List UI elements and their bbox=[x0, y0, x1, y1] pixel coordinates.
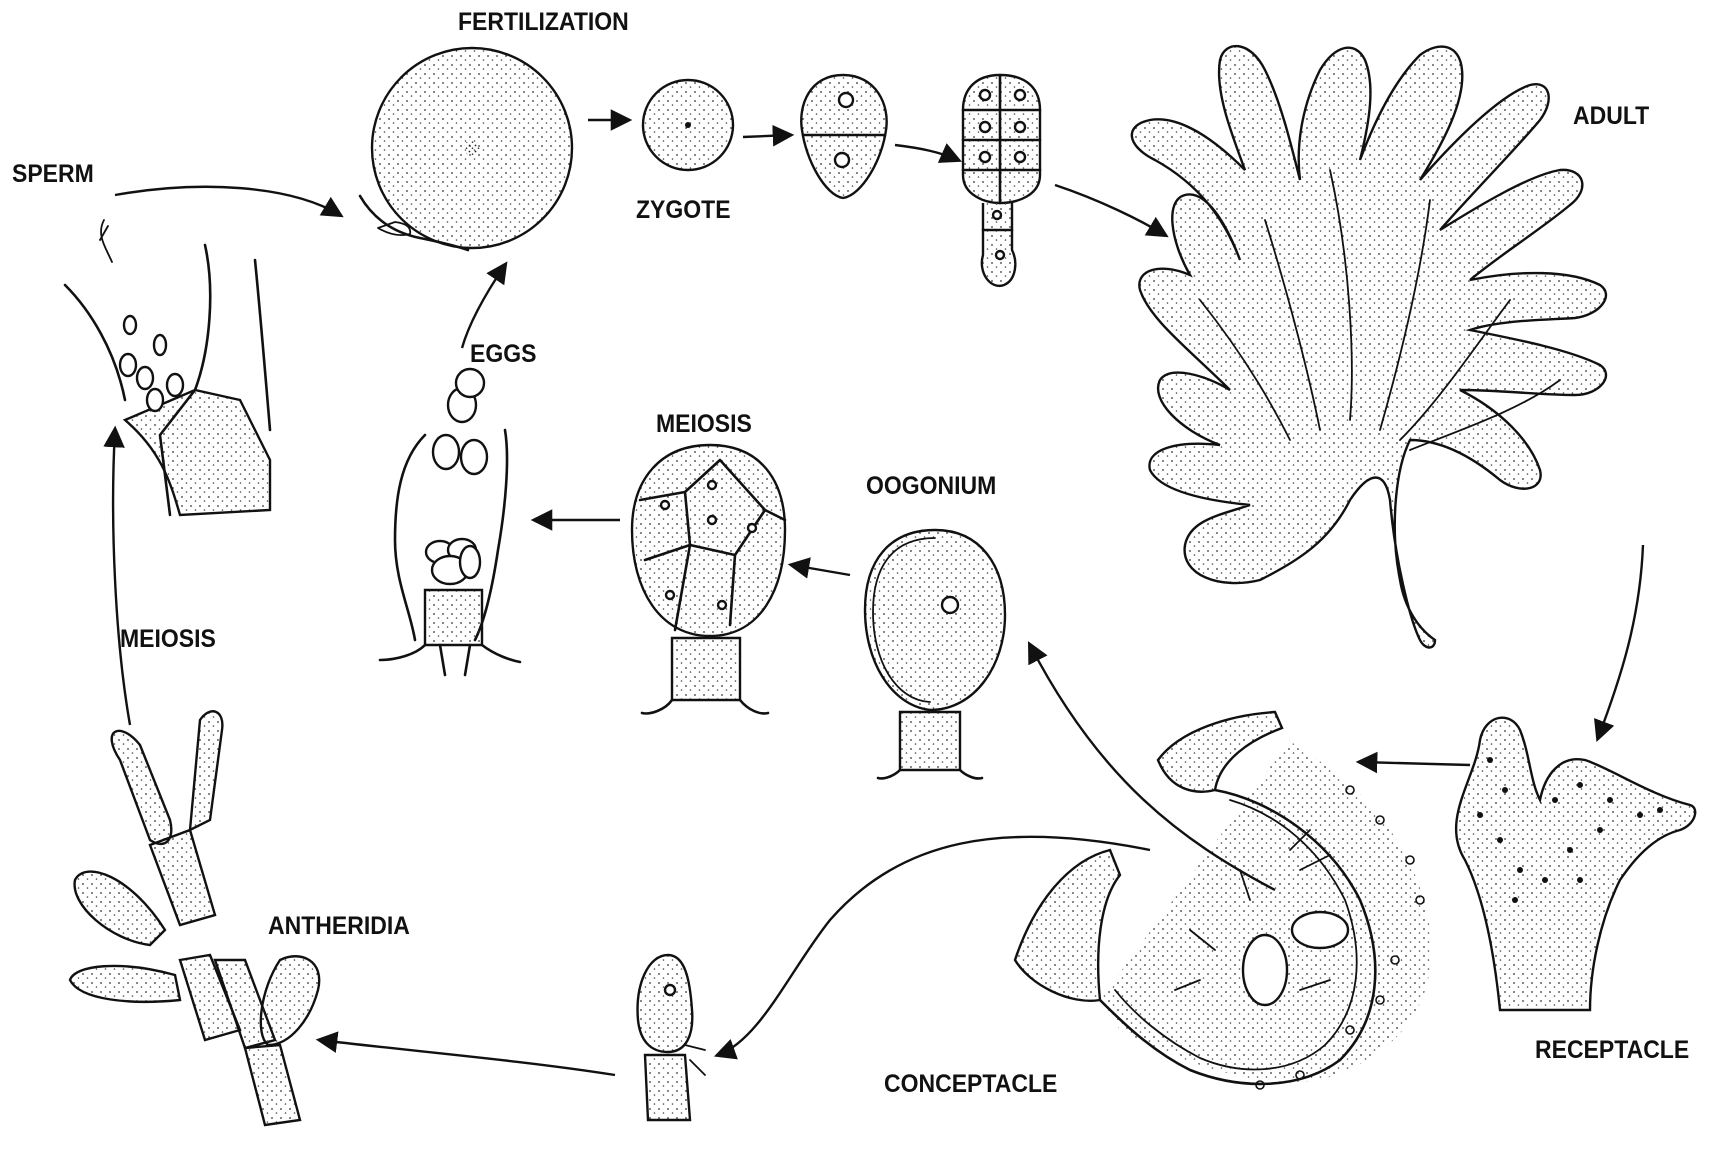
label-receptacle: RECEPTACLE bbox=[1535, 1036, 1689, 1065]
label-sperm: SPERM bbox=[12, 160, 94, 189]
label-antheridia: ANTHERIDIA bbox=[268, 912, 410, 941]
label-oogonium: OOGONIUM bbox=[866, 472, 996, 501]
label-meiosis-left: MEIOSIS bbox=[120, 625, 216, 654]
label-meiosis-center: MEIOSIS bbox=[656, 410, 752, 439]
two-cell-embryo bbox=[801, 75, 886, 198]
adult-thallus bbox=[1132, 46, 1606, 647]
label-zygote: ZYGOTE bbox=[636, 196, 731, 225]
zygote-cell bbox=[643, 80, 733, 170]
egg-release bbox=[380, 369, 520, 675]
sperm-release bbox=[65, 220, 270, 515]
meiosis-oogonium bbox=[632, 445, 785, 713]
label-adult: ADULT bbox=[1573, 102, 1649, 131]
label-eggs: EGGS bbox=[470, 340, 536, 369]
label-fertilization: FERTILIZATION bbox=[458, 8, 629, 37]
label-conceptacle: CONCEPTACLE bbox=[884, 1070, 1057, 1099]
fertilized-egg bbox=[360, 48, 572, 250]
single-antheridium bbox=[638, 955, 705, 1120]
conceptacle bbox=[1015, 712, 1431, 1089]
receptacle bbox=[1456, 718, 1695, 1010]
oogonium bbox=[865, 530, 1005, 778]
multicell-embryo bbox=[963, 75, 1040, 286]
